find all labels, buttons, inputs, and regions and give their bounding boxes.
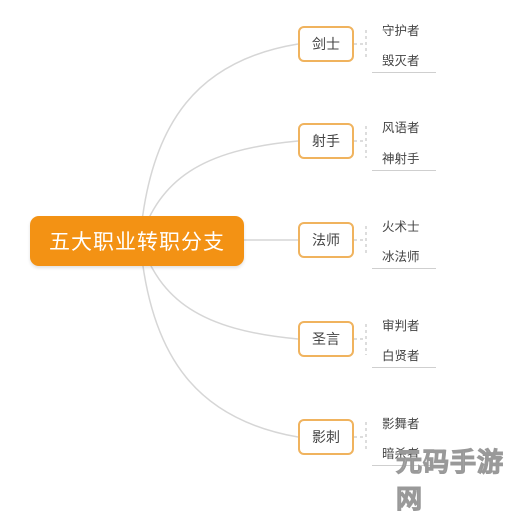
- sub-node-shenpanzhe: 审判者: [382, 317, 420, 333]
- watermark-logo: 元码手游网: [396, 448, 505, 516]
- class-node-sheshou: 射手: [298, 123, 354, 159]
- class-node-shengyan: 圣言: [298, 321, 354, 357]
- sub-node-shouhuzhe: 守护者: [382, 22, 420, 38]
- sub-connectors: [354, 30, 367, 452]
- sub-node-shensheshou: 神射手: [372, 145, 436, 171]
- sub-node-yingwuzhe: 影舞者: [382, 415, 420, 431]
- sub-node-ansha: 暗杀者: [372, 440, 436, 466]
- sub-node-huoshushi: 火术士: [382, 218, 420, 234]
- class-node-jianshi: 剑士: [298, 26, 354, 62]
- class-node-fashi: 法师: [298, 222, 354, 258]
- class-node-yingci: 影刺: [298, 419, 354, 455]
- sub-node-fengyuzhe: 风语者: [382, 119, 420, 135]
- sub-node-baixianzhe: 白贤者: [372, 342, 436, 368]
- connector-root-yingci: [139, 239, 299, 438]
- sub-node-huimiezhe: 毁灭者: [372, 47, 436, 73]
- connector-root-jianshi: [139, 43, 299, 241]
- sub-node-bingfashi: 冰法师: [372, 243, 436, 269]
- root-node: 五大职业转职分支: [30, 216, 244, 266]
